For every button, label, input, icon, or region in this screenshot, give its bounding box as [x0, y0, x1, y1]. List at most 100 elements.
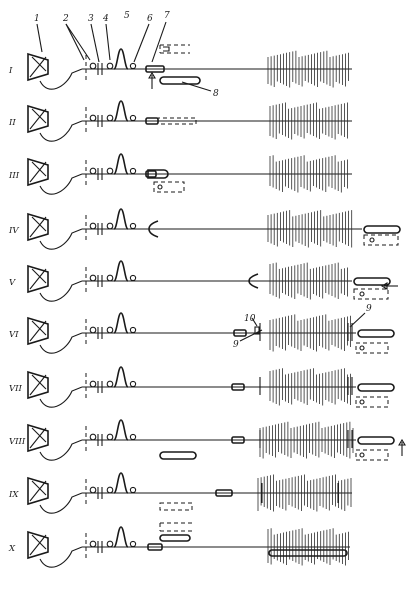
- accumulator-loop: [113, 100, 129, 122]
- reed: [267, 50, 350, 88]
- stage-row: III: [8, 153, 352, 195]
- yarn-feed: [39, 492, 83, 514]
- reed: [269, 368, 352, 406]
- stage-numeral: VII: [9, 384, 22, 394]
- guide-eye: [106, 274, 114, 282]
- guide-eye: [129, 380, 137, 388]
- guide-eye: [129, 433, 137, 441]
- reed: [269, 155, 348, 193]
- reed: [269, 102, 348, 140]
- carrier: [231, 436, 245, 444]
- guide-eye: [129, 114, 137, 122]
- stage-numeral: IX: [8, 490, 19, 500]
- accumulator-loop: [113, 208, 129, 230]
- accumulator-loop: [113, 153, 129, 175]
- stage-details: [159, 522, 348, 557]
- stage-row: X: [8, 522, 350, 568]
- stage-row: II: [8, 100, 352, 142]
- guide-eye: [129, 486, 137, 494]
- leader-6: [133, 23, 150, 63]
- carrier: [233, 329, 247, 337]
- stage-row: IX: [8, 472, 352, 514]
- carrier: [145, 117, 159, 125]
- accumulator-loop: [113, 260, 129, 282]
- bobbin-package: [27, 52, 49, 82]
- bobbin-package: [27, 476, 49, 506]
- carrier: [147, 543, 163, 551]
- guide-eye: [129, 62, 137, 70]
- bobbin-package: [27, 530, 49, 560]
- guide-eye: [106, 380, 114, 388]
- callout-label-7: 7: [164, 11, 170, 21]
- callout-label-3: 3: [88, 14, 94, 24]
- stage-numeral: X: [8, 544, 16, 554]
- yarn-feed: [39, 280, 83, 302]
- guide-eye: [129, 167, 137, 175]
- stage-details: [159, 483, 339, 511]
- stage-numeral: II: [8, 118, 16, 128]
- stage-numeral: III: [8, 171, 20, 181]
- guide-eye: [129, 540, 137, 548]
- reed: [269, 262, 348, 300]
- callout-labels: 1 2 3 4 5 6 7 8 9 10 9: [34, 11, 372, 350]
- stage-details: [254, 323, 395, 354]
- reed: [267, 210, 353, 248]
- guide-eye: [129, 222, 137, 230]
- callout-label-2: 2: [62, 14, 69, 24]
- guide-eye: [106, 486, 114, 494]
- stage-row: V: [9, 260, 398, 302]
- yarn-feed: [39, 386, 83, 408]
- stage-details: [148, 220, 401, 246]
- leader-2b: [65, 23, 91, 61]
- carrier: [145, 170, 157, 178]
- stage-details: [248, 273, 398, 300]
- carrier: [215, 489, 233, 497]
- accumulator-loop: [113, 366, 129, 388]
- stage-numeral: I: [8, 66, 13, 76]
- stage-details: [156, 117, 197, 125]
- bobbin-package: [27, 157, 49, 187]
- guide-eye: [106, 114, 114, 122]
- guide-eye: [106, 433, 114, 441]
- yarn-feed: [39, 68, 83, 90]
- guide-eye: [129, 326, 137, 334]
- callout-label-1: 1: [34, 14, 40, 24]
- callout-label-5: 5: [124, 11, 130, 21]
- yarn-feed: [39, 439, 83, 461]
- leader-9-lower: [239, 329, 263, 342]
- guide-eye: [106, 62, 114, 70]
- callout-label-9-lower: 9: [233, 340, 239, 350]
- stage-numeral: V: [9, 278, 16, 288]
- guide-eye: [106, 167, 114, 175]
- carrier: [231, 383, 245, 391]
- guide-eye: [106, 540, 114, 548]
- reed: [269, 314, 352, 352]
- reed: [257, 474, 352, 512]
- callout-label-9-right: 9: [366, 304, 372, 314]
- stage-details: [259, 377, 395, 408]
- accumulator-loop: [113, 472, 129, 494]
- leader-3: [90, 23, 100, 63]
- reed: [267, 528, 350, 566]
- accumulator-loop: [113, 312, 129, 334]
- guide-eye: [106, 222, 114, 230]
- guide-eye: [106, 326, 114, 334]
- leader-10: [251, 317, 258, 327]
- leader-4: [105, 23, 111, 61]
- accumulator-loop: [113, 48, 129, 70]
- callout-leaders: [36, 21, 366, 342]
- stage-row: VIII: [9, 419, 406, 461]
- stage-row: VI: [9, 312, 395, 354]
- accumulator-loop: [113, 526, 129, 548]
- callout-label-10: 10: [244, 314, 256, 324]
- stage-numeral: IV: [8, 226, 19, 236]
- stage-row: IV: [8, 208, 401, 250]
- leader-7: [151, 21, 167, 63]
- yarn-feed: [39, 546, 83, 568]
- carrier: [145, 65, 165, 73]
- yarn-feed: [39, 332, 83, 354]
- bobbin-package: [27, 212, 49, 242]
- accumulator-loop: [113, 419, 129, 441]
